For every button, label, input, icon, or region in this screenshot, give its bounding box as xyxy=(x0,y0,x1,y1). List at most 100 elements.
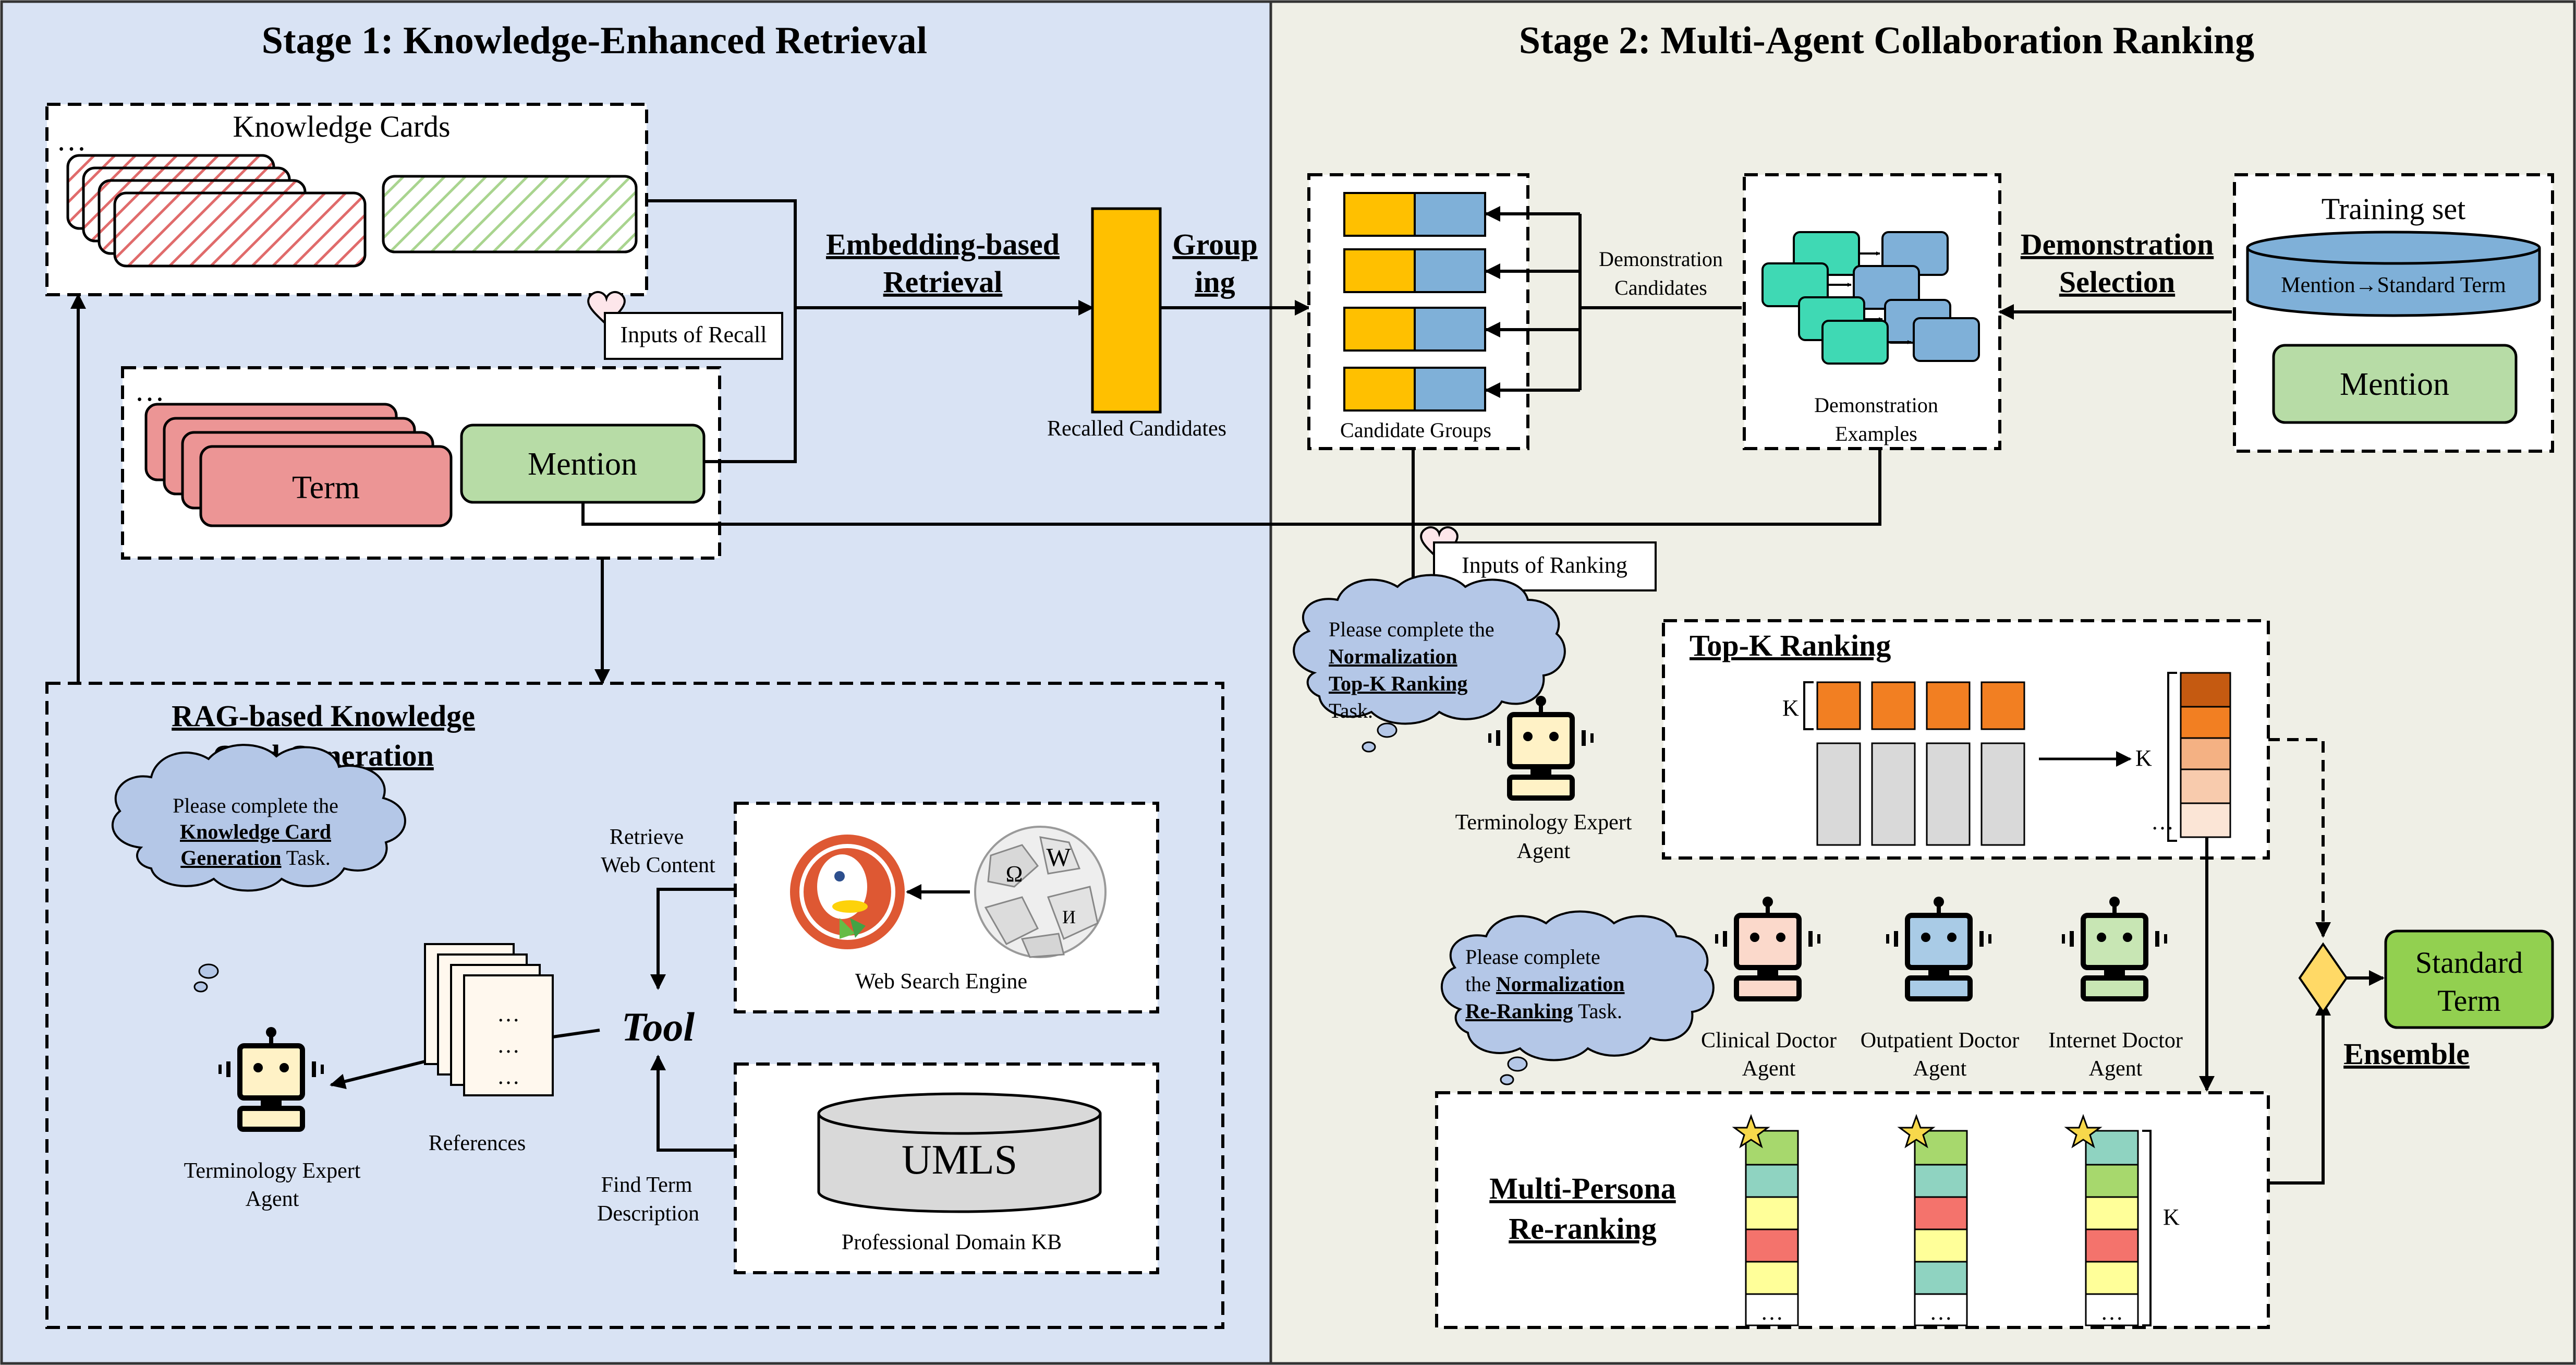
standard-term-line1: Standard xyxy=(2415,946,2523,980)
topk-list-brace xyxy=(2167,672,2177,842)
embedding-retrieval-line1: Embedding-based xyxy=(826,227,1060,261)
cloud-knowledge-line2: Knowledge Card xyxy=(180,820,331,843)
star-icon-1 xyxy=(1732,1114,1770,1149)
recalled-candidates-bar xyxy=(1091,207,1162,414)
candidate-groups-label: Candidate Groups xyxy=(1340,418,1491,442)
hatched-card-stack xyxy=(66,154,367,268)
topk-k-label-right: K xyxy=(2135,745,2152,771)
training-set-title: Training set xyxy=(2322,192,2466,226)
cloud-rerank-line2: the Normalization xyxy=(1465,972,1625,996)
demo-examples-line2: Examples xyxy=(1835,422,1917,445)
demo-selection-line2: Selection xyxy=(2059,265,2175,299)
rag-title-line1: RAG-based Knowledge xyxy=(172,699,475,733)
topk-brace xyxy=(1803,681,1814,730)
rerank-to-ensemble-arrow xyxy=(2268,1000,2331,1185)
terminology-agent2-line1: Terminology Expert xyxy=(1455,811,1632,835)
multi-persona-line1: Multi-Persona xyxy=(1489,1171,1676,1205)
grouping-line2: ing xyxy=(1195,265,1235,299)
rerank-list-3-ellipsis: … xyxy=(2100,1299,2123,1325)
thought-cloud-rerank xyxy=(1441,910,1715,1085)
references-label: References xyxy=(429,1131,526,1155)
rerank-list-2 xyxy=(1914,1130,1968,1326)
rag-generation-box xyxy=(45,682,1224,1329)
umls-label: UMLS xyxy=(902,1137,1017,1183)
rerank-k-label: K xyxy=(2163,1204,2180,1230)
find-term-line1: Find Term xyxy=(601,1173,692,1197)
recalled-candidates-label: Recalled Candidates xyxy=(1047,417,1226,441)
clinical-doctor-line2: Agent xyxy=(1742,1057,1796,1081)
internet-doctor-line2: Agent xyxy=(2089,1057,2143,1081)
term-card-stack xyxy=(144,403,453,527)
tool-to-refs-line xyxy=(552,1029,600,1038)
umls-database-icon xyxy=(817,1092,1102,1213)
cloud-knowledge-line1: Please complete the xyxy=(173,794,338,817)
candidate-group-rows xyxy=(1343,192,1486,412)
multi-persona-box xyxy=(1435,1091,2270,1329)
terminology-agent-label-line1: Terminology Expert xyxy=(184,1159,361,1183)
grouping-line1: Group xyxy=(1172,227,1257,261)
rerank-list-3 xyxy=(2085,1130,2139,1326)
internet-doctor-robot-icon xyxy=(2062,897,2167,1001)
multi-persona-line2: Re-ranking xyxy=(1509,1212,1657,1246)
terminology-expert-robot-icon xyxy=(218,1027,324,1132)
ref-dots-1: … xyxy=(497,1001,520,1026)
hatched-green-card xyxy=(382,175,638,253)
training-mention-card xyxy=(2272,344,2518,424)
stage2-title: Stage 2: Multi-Agent Collaboration Ranki… xyxy=(1519,19,2254,62)
term-label: Term xyxy=(292,470,360,505)
demo-candidates-line2: Candidates xyxy=(1614,276,1707,299)
outpatient-doctor-line2: Agent xyxy=(1913,1057,1967,1081)
demonstration-candidates-arrows xyxy=(1485,206,1742,398)
training-database-icon xyxy=(2246,231,2541,317)
standard-term-line2: Term xyxy=(2437,984,2501,1018)
references-document-stack-icon xyxy=(424,943,554,1096)
clinical-doctor-robot-icon xyxy=(1715,897,1820,1001)
thought-cloud-topk xyxy=(1293,574,1566,753)
star-icon-2 xyxy=(1897,1114,1936,1149)
topk-ranked-list xyxy=(2180,672,2231,838)
terminology-agent-label-line2: Agent xyxy=(246,1187,299,1211)
standard-term-card xyxy=(2384,929,2554,1029)
topk-ranking-title: Top-K Ranking xyxy=(1690,629,1891,662)
outpatient-doctor-line1: Outpatient Doctor xyxy=(1861,1029,2019,1053)
cloud-topk-line1: Please complete the xyxy=(1329,618,1494,641)
ref-dots-3: … xyxy=(497,1064,520,1089)
inputs-of-ranking-label: Inputs of Ranking xyxy=(1462,552,1627,578)
clinical-doctor-line1: Clinical Doctor xyxy=(1701,1029,1837,1053)
topk-k-label-left: K xyxy=(1782,695,1799,721)
knowledge-cards-ellipsis: … xyxy=(56,123,87,157)
rerank-list-1-ellipsis: … xyxy=(1760,1299,1783,1325)
rerank-brace xyxy=(2142,1130,2152,1326)
find-term-line2: Description xyxy=(597,1202,699,1226)
stage1-title: Stage 1: Knowledge-Enhanced Retrieval xyxy=(262,19,927,62)
professional-kb-label: Professional Domain KB xyxy=(842,1230,1062,1254)
internet-doctor-line1: Internet Doctor xyxy=(2048,1029,2183,1053)
inputs-of-recall-box xyxy=(604,312,783,360)
retrieve-web-line2: Web Content xyxy=(601,853,715,877)
web-search-engine-label: Web Search Engine xyxy=(855,970,1027,994)
wikipedia-globe-icon: Ω W И xyxy=(974,826,1107,958)
refs-to-agent-arrow xyxy=(330,1060,426,1090)
tool-label: Tool xyxy=(622,1004,695,1049)
retrieve-web-line1: Retrieve xyxy=(610,825,684,849)
thought-cloud-knowledge xyxy=(111,744,406,993)
outpatient-doctor-robot-icon xyxy=(1886,897,1991,1001)
rerank-list-2-ellipsis: … xyxy=(1929,1299,1952,1325)
demo-examples-box xyxy=(1743,173,2001,450)
mention-label: Mention xyxy=(528,446,637,482)
ref-dots-2: … xyxy=(497,1032,520,1058)
embedding-retrieval-line2: Retrieval xyxy=(883,265,1003,299)
ensemble-diamond xyxy=(2298,942,2348,1014)
demo-candidates-line1: Demonstration xyxy=(1599,247,1723,271)
ensemble-label: Ensemble xyxy=(2343,1037,2470,1071)
inputs-of-ranking-box xyxy=(1433,541,1657,591)
terminology-agent2-line2: Agent xyxy=(1517,839,1571,863)
svg-text:Ω: Ω xyxy=(1006,861,1023,887)
demo-examples-network-icon xyxy=(1761,231,1980,365)
svg-text:W: W xyxy=(1046,842,1071,872)
cloud-topk-line3: Top-K Ranking xyxy=(1329,672,1467,695)
term-ellipsis: … xyxy=(135,373,165,407)
mention-to-term-label: Mention→Standard Term xyxy=(2281,273,2506,297)
svg-text:И: И xyxy=(1062,907,1076,927)
